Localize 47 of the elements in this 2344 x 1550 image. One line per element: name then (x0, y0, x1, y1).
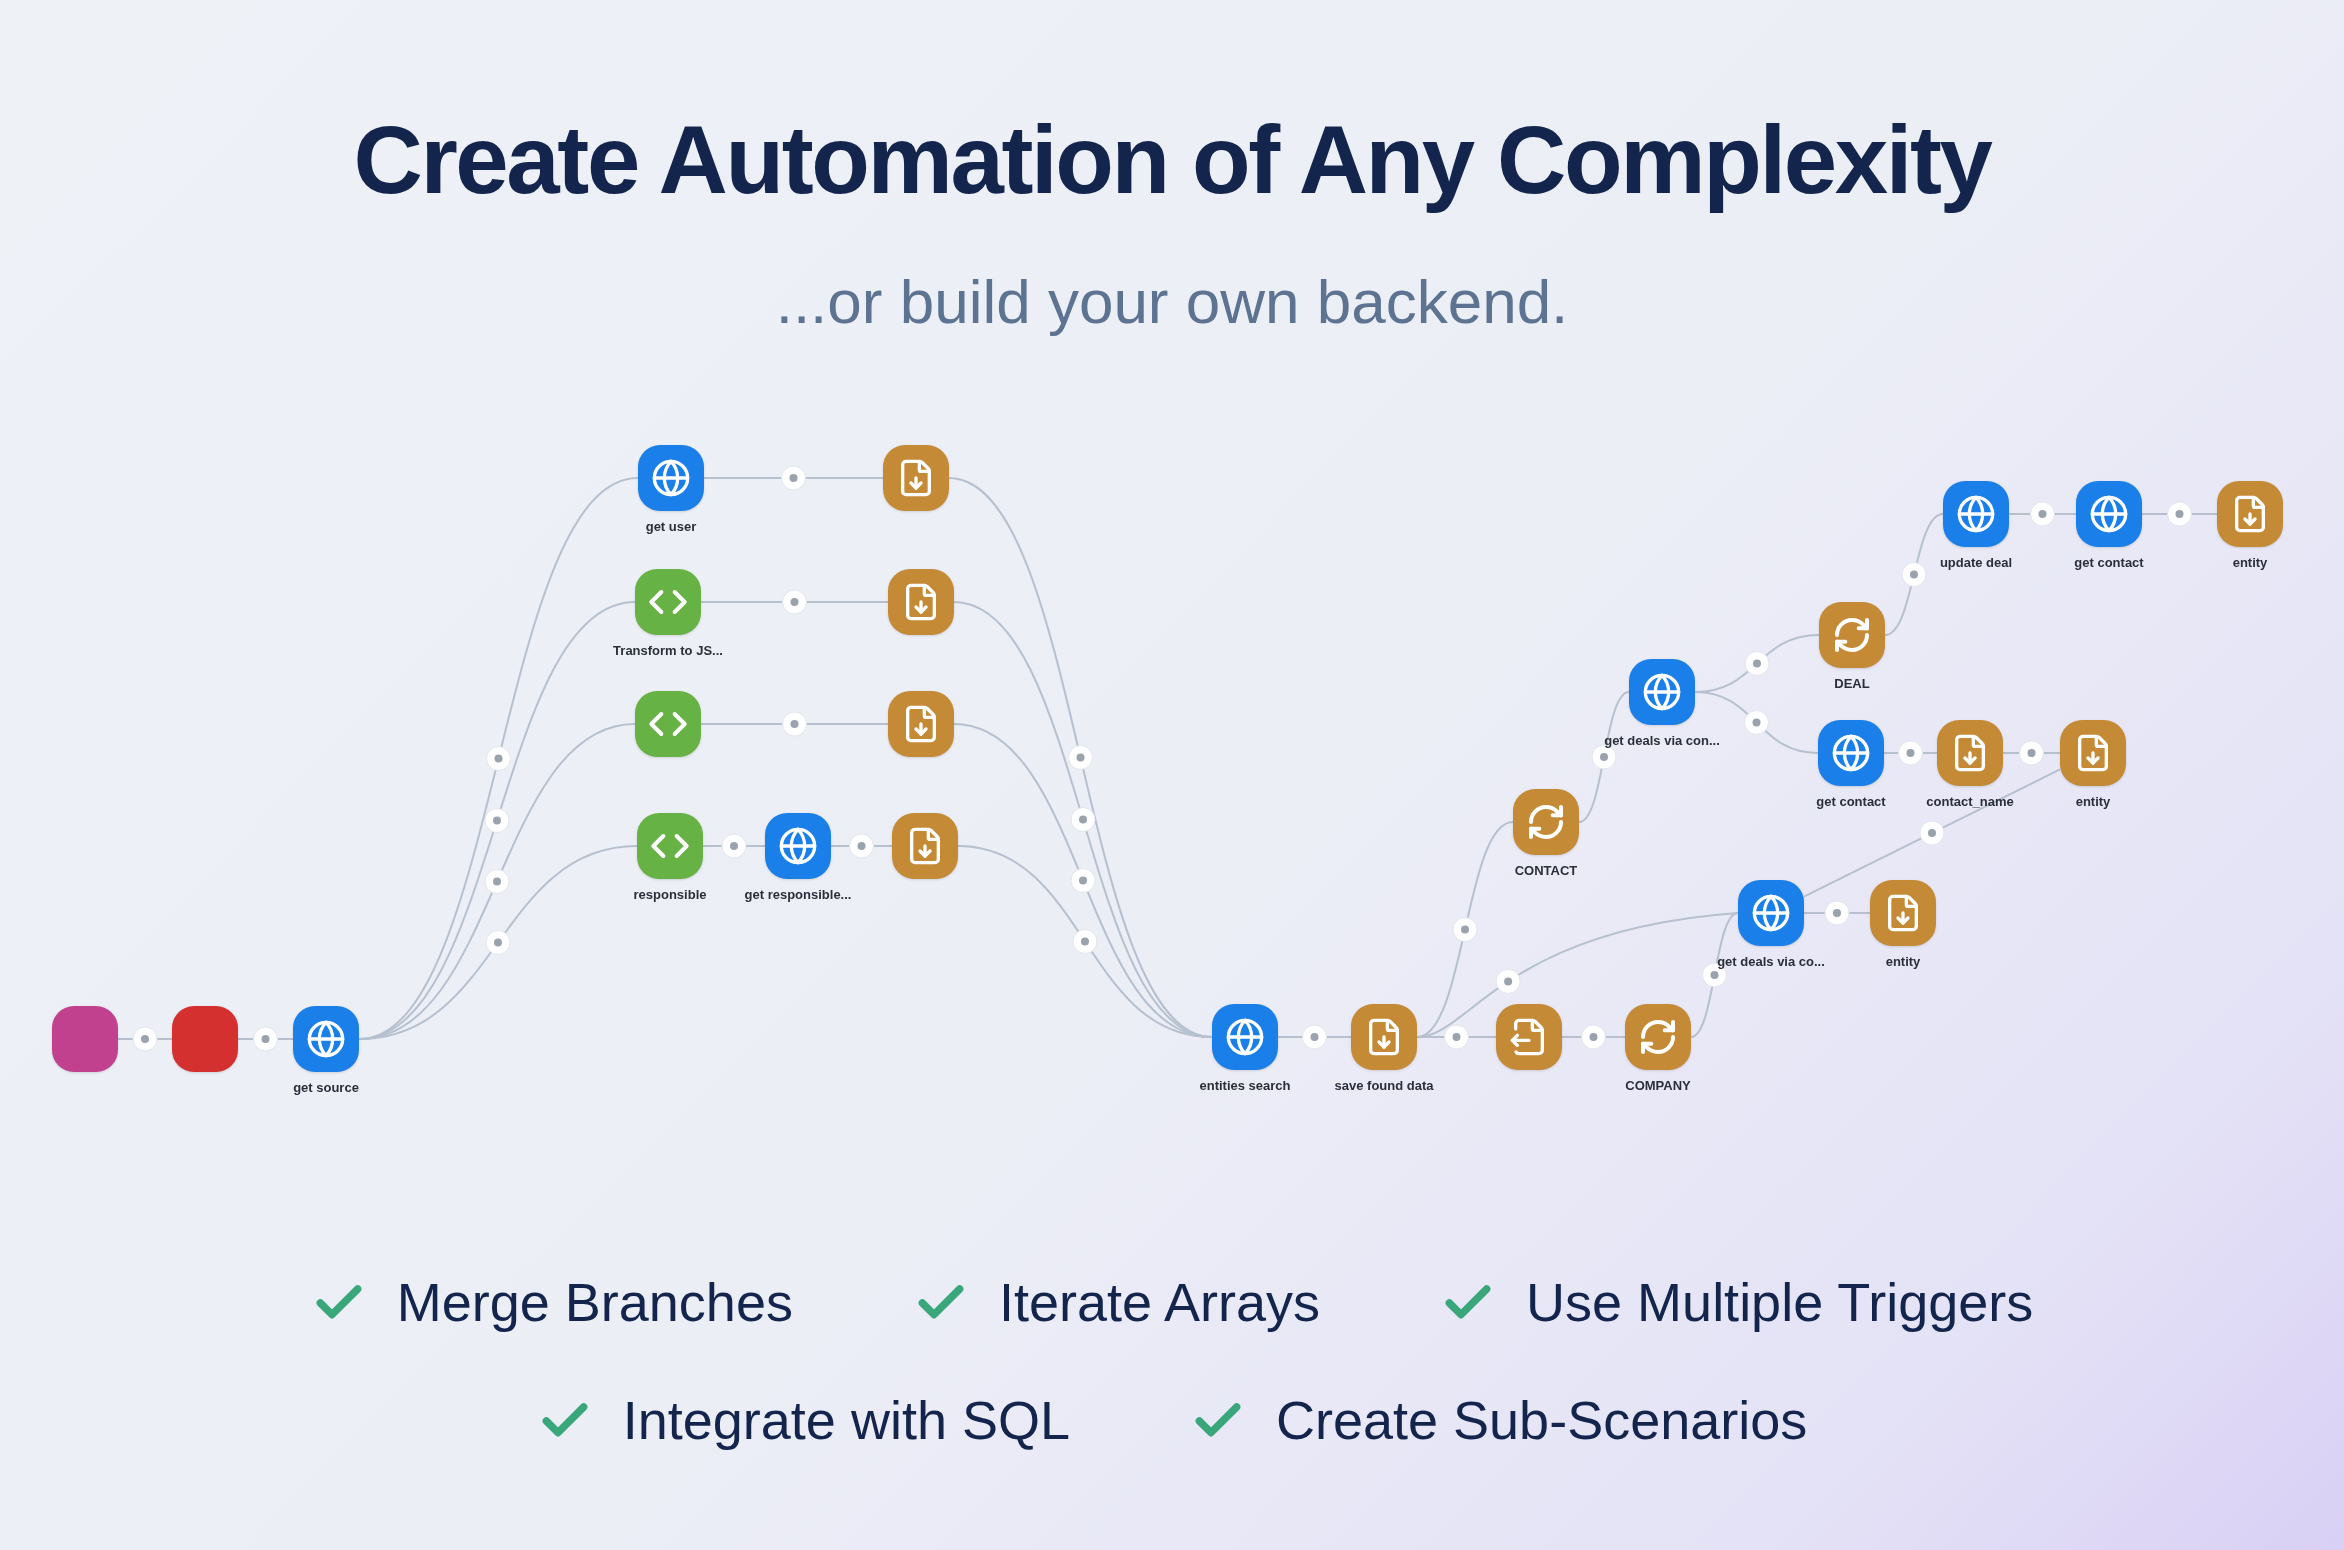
connector-line (957, 845, 1213, 1038)
module-label: entities search (1199, 1077, 1291, 1095)
connector-line (1883, 752, 1938, 754)
subtitle: ...or build your own backend. (774, 266, 1570, 338)
connector-line (2002, 752, 2061, 754)
module-label: entity (2232, 554, 2268, 572)
connector-line (700, 601, 889, 603)
title: Create Automation of Any Complexity (352, 105, 1993, 215)
module-label: entity (1885, 953, 1921, 971)
connector-line (703, 477, 884, 479)
module-label: COMPANY (1625, 1077, 1691, 1095)
feature-text: Merge Branches (396, 1271, 793, 1334)
connector-line (1884, 513, 1944, 636)
connector-line (358, 845, 638, 1040)
feature-text: Create Sub-Scenarios (1276, 1389, 1808, 1452)
module-label: get deals via con... (1604, 732, 1720, 750)
module-label: CONTACT (1514, 862, 1578, 880)
connector-line (1561, 1036, 1626, 1038)
module-label: save found data (1334, 1077, 1434, 1095)
connector-line (1694, 691, 1819, 754)
connector-line (117, 1038, 173, 1040)
connector-line (830, 845, 893, 847)
module-label: get contact (1816, 793, 1886, 811)
connector-line (237, 1038, 294, 1040)
feature-text: Iterate Arrays (998, 1271, 1321, 1334)
module-label: contact_name (1926, 793, 2014, 811)
module-label: get deals via co... (1717, 953, 1825, 971)
module-label: update deal (1939, 554, 2013, 572)
module-label: entity (2075, 793, 2111, 811)
module-label: Transform to JS... (613, 642, 723, 660)
module-label: get user (645, 518, 697, 536)
connector-line (2008, 513, 2077, 515)
connector-line (1803, 768, 2061, 898)
module-label: get contact (2074, 554, 2144, 572)
connector-line (700, 723, 889, 725)
connector-line (1277, 1036, 1352, 1038)
module-label: DEAL (1834, 675, 1870, 693)
feature-text: Use Multiple Triggers (1526, 1271, 2034, 1334)
module-label: get responsible... (744, 886, 852, 904)
connector-line (1803, 912, 1871, 914)
connector-line (1578, 691, 1630, 823)
connector-line (702, 845, 766, 847)
connector-line (2141, 513, 2218, 515)
connector-line (1690, 912, 1739, 1038)
module-label: responsible (633, 886, 707, 904)
feature-text: Integrate with SQL (622, 1389, 1070, 1452)
module-label: get source (293, 1079, 359, 1097)
